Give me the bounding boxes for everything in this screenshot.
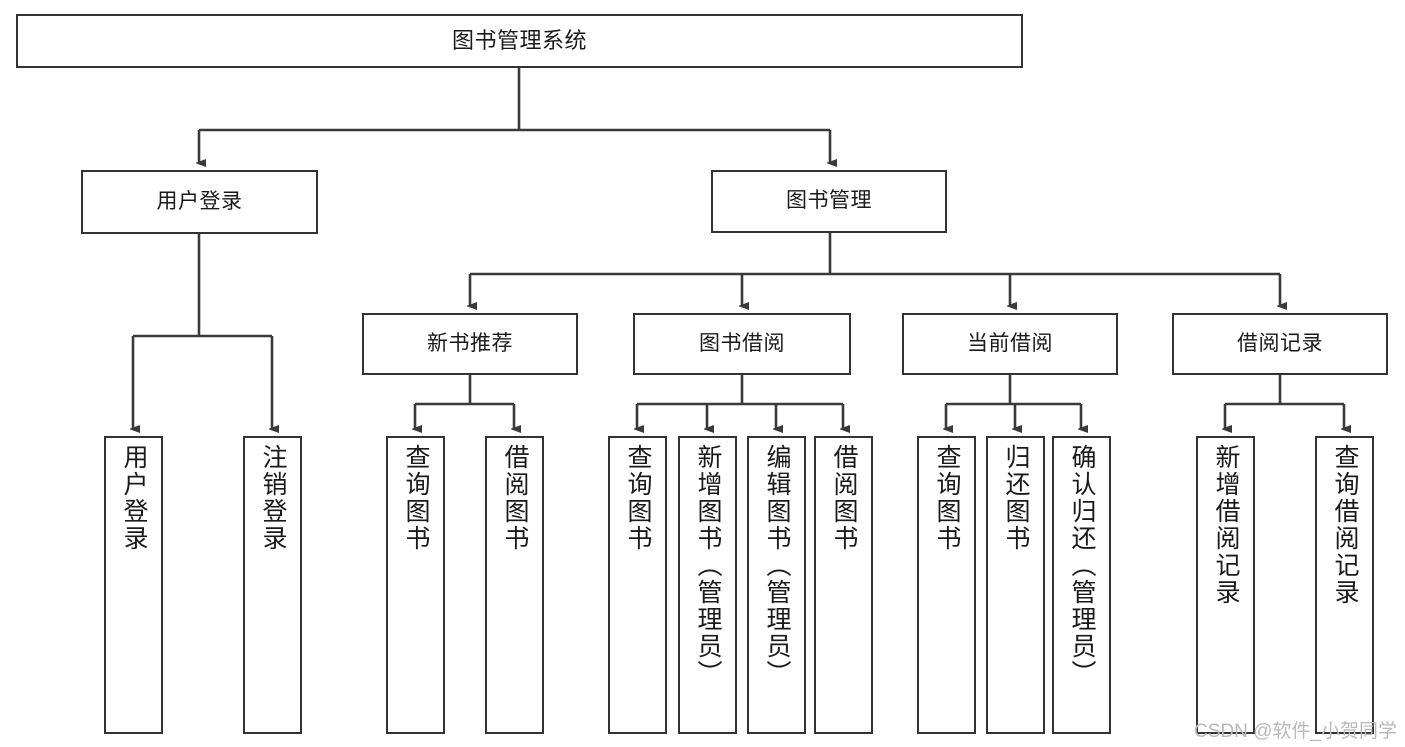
node-label: 图书管理系统 xyxy=(451,28,587,54)
node-label: 查询图书 xyxy=(624,444,652,552)
node-label: 借阅图书 xyxy=(501,444,529,552)
node-label: 用户登录 xyxy=(120,444,148,552)
node-label: 新增借阅记录 xyxy=(1212,444,1240,606)
node-label: 查询图书 xyxy=(933,444,961,552)
node-label: 注销登录 xyxy=(259,444,287,552)
node-book-management[interactable]: 图书管理 xyxy=(711,170,947,233)
node-label: 新书推荐 xyxy=(427,331,513,355)
node-current-borrow[interactable]: 当前借阅 xyxy=(902,313,1118,375)
leaf-new-book-borrow[interactable]: 借阅图书 xyxy=(485,436,544,734)
node-borrow-record[interactable]: 借阅记录 xyxy=(1172,313,1388,375)
node-label: 当前借阅 xyxy=(967,331,1053,355)
node-label: 新增图书（管理员） xyxy=(694,444,722,687)
leaf-borrow-borrow-book[interactable]: 借阅图书 xyxy=(814,436,873,734)
node-label: 确认归还（管理员） xyxy=(1068,444,1096,687)
leaf-record-query[interactable]: 查询借阅记录 xyxy=(1315,436,1374,734)
node-new-book-recommend[interactable]: 新书推荐 xyxy=(362,313,578,375)
node-root-system[interactable]: 图书管理系统 xyxy=(16,14,1023,68)
leaf-record-add[interactable]: 新增借阅记录 xyxy=(1196,436,1255,734)
csdn-watermark: CSDN @软件_小贺同学 xyxy=(1194,721,1397,742)
node-label: 图书管理 xyxy=(786,189,872,213)
node-label: 借阅记录 xyxy=(1237,331,1323,355)
leaf-current-query-book[interactable]: 查询图书 xyxy=(917,436,976,734)
node-label: 用户登录 xyxy=(156,189,243,213)
node-label: 图书借阅 xyxy=(699,331,785,355)
node-label: 归还图书 xyxy=(1002,444,1030,552)
leaf-current-return-book[interactable]: 归还图书 xyxy=(986,436,1045,734)
leaf-user-login-logout[interactable]: 注销登录 xyxy=(243,436,302,734)
leaf-borrow-add-book-admin[interactable]: 新增图书（管理员） xyxy=(678,436,737,734)
leaf-borrow-edit-book-admin[interactable]: 编辑图书（管理员） xyxy=(747,436,806,734)
leaf-borrow-query-book[interactable]: 查询图书 xyxy=(608,436,667,734)
node-label: 查询图书 xyxy=(402,444,430,552)
leaf-current-confirm-return-admin[interactable]: 确认归还（管理员） xyxy=(1052,436,1111,734)
node-label: 编辑图书（管理员） xyxy=(763,444,791,687)
node-book-borrow[interactable]: 图书借阅 xyxy=(633,313,851,375)
node-user-login[interactable]: 用户登录 xyxy=(81,170,318,234)
node-label: 借阅图书 xyxy=(830,444,858,552)
leaf-new-book-query[interactable]: 查询图书 xyxy=(386,436,445,734)
node-label: 查询借阅记录 xyxy=(1331,444,1359,606)
leaf-user-login-login[interactable]: 用户登录 xyxy=(104,436,163,734)
